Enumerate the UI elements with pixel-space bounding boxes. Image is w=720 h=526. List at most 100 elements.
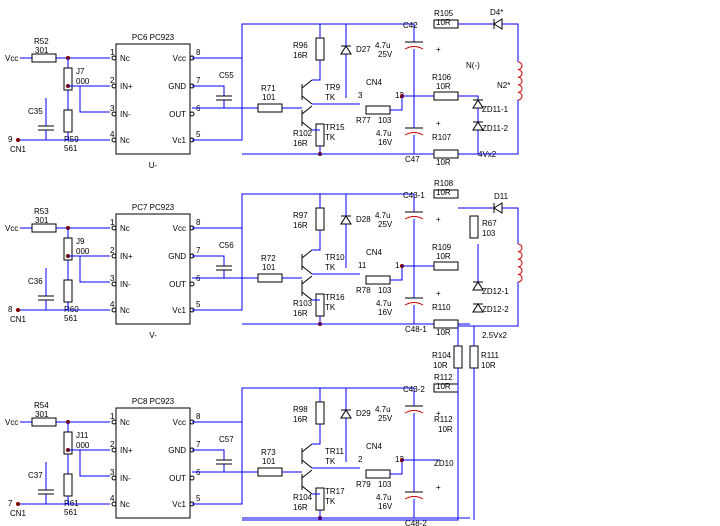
top-electrolytic-capacitor <box>404 410 424 414</box>
ic-pin <box>111 253 117 259</box>
cn4-pin-b: 1 <box>395 261 400 270</box>
ic-left-pin-number: 4 <box>110 494 115 503</box>
ic-left-pin-name: Nc <box>120 500 130 509</box>
top-transistor-type: TK <box>325 263 336 272</box>
bottom-capacitor-voltage: 16V <box>378 308 393 317</box>
output-diode-top <box>493 18 503 30</box>
node-label: N(-) <box>466 61 480 70</box>
input-resistor-value: 301 <box>35 410 49 419</box>
top-pull-resistor-ref: R98 <box>293 405 308 414</box>
bottom-transistor <box>301 469 313 479</box>
input-resistor-ref: R54 <box>34 401 49 410</box>
top-transistor-ref: TR10 <box>325 253 345 262</box>
ic-left-pin-number: 2 <box>110 246 115 255</box>
output-resistor-2-ref: R109 <box>432 243 452 252</box>
input-capacitor-ref: C36 <box>28 277 43 286</box>
top-capacitor-voltage: 25V <box>378 50 393 59</box>
ic-right-pin-name: Vc1 <box>172 306 186 315</box>
wire <box>192 228 243 311</box>
ic-left-pin-number: 3 <box>110 274 115 283</box>
cn4-pin-a: 11 <box>358 261 367 270</box>
gate-resistor-value: 101 <box>262 263 276 272</box>
ic-left-pin-name: Nc <box>120 224 130 233</box>
gate-resistor-ref: R71 <box>261 84 276 93</box>
cn4-label: CN4 <box>366 442 383 451</box>
ic-right-pin-number: 8 <box>196 218 201 227</box>
output-coil-ref: N2* <box>497 81 510 90</box>
ic-left-pin-number: 4 <box>110 300 115 309</box>
input-capacitor-ref: C37 <box>28 471 43 480</box>
optocoupler-ic <box>115 43 191 155</box>
top-transistor-ref: TR11 <box>325 447 345 456</box>
output-resistor-1-ref: R112 <box>434 373 453 382</box>
output-resistor-3-ref: R110 <box>432 303 451 312</box>
plus-sign: + <box>436 289 441 298</box>
cn4-label: CN4 <box>366 78 383 87</box>
bottom-pull-resistor <box>315 123 325 147</box>
top-pull-resistor-value: 16R <box>293 415 308 424</box>
gate-resistor <box>257 273 283 283</box>
ic-right-pin-number: 8 <box>196 412 201 421</box>
input-resistor <box>31 53 57 63</box>
wire <box>458 95 479 100</box>
output-resistor-1-value: 10R <box>436 382 451 391</box>
ic-pin <box>111 281 117 287</box>
output-resistor-3-value: 10R <box>436 158 451 167</box>
top-capacitor-value: 4.7u <box>375 211 391 220</box>
ic-pin <box>189 111 195 117</box>
base-resistor-ref: R77 <box>356 116 371 125</box>
bottom-transistor-ref: TR16 <box>325 293 345 302</box>
base-resistor <box>365 105 391 115</box>
output-resistor-2 <box>433 91 459 101</box>
diode-ref: D28 <box>356 215 371 224</box>
top-pull-resistor <box>315 207 325 231</box>
bottom-pull-resistor <box>315 487 325 511</box>
bottom-transistor <box>301 105 313 115</box>
wire <box>192 193 414 229</box>
top-transistor <box>301 79 313 89</box>
bottom-pull-resistor-value: 16R <box>293 139 308 148</box>
top-capacitor-ref: C43-2 <box>403 385 425 394</box>
cn4-pin-b: 12 <box>395 91 404 100</box>
ic-right-pin-name: GND <box>168 82 186 91</box>
wire <box>312 424 321 445</box>
zener-3-ref: ZD12-1 <box>482 287 509 296</box>
input-resistor-value: 301 <box>35 46 49 55</box>
ic-right-pin-name: OUT <box>169 110 186 119</box>
flyback-diode <box>340 409 352 419</box>
bottom-transistor-ref: TR17 <box>325 487 345 496</box>
link-resistor-2-ref: R111 <box>481 351 499 360</box>
jumper-ref: J11 <box>76 431 89 440</box>
ic-left-pin-number: 2 <box>110 440 115 449</box>
cn1-label: CN1 <box>10 509 27 518</box>
top-capacitor-voltage: 25V <box>378 220 393 229</box>
jumper-ref: J7 <box>76 67 85 76</box>
ic-pin <box>111 447 117 453</box>
link-resistor-1-value: 10R <box>433 361 448 370</box>
wire <box>458 282 519 327</box>
ic-left-pin-name: IN+ <box>120 82 133 91</box>
wire <box>312 230 321 251</box>
diode-ref: D27 <box>356 45 371 54</box>
gate-resistor-ref: R73 <box>261 448 276 457</box>
plus-sign: + <box>436 119 441 128</box>
bottom-transistor-type: TK <box>325 303 336 312</box>
cn1-label: CN1 <box>10 145 27 154</box>
cn4-pin-a: 3 <box>358 91 363 100</box>
top-transistor <box>301 459 313 469</box>
r67-resistor <box>469 215 479 239</box>
plus-sign: + <box>436 215 441 224</box>
bottom-transistor-type: TK <box>325 497 336 506</box>
wire <box>192 387 414 423</box>
top-electrolytic-capacitor <box>404 216 424 220</box>
ic-left-pin-number: 3 <box>110 104 115 113</box>
cn4-pin-b: 13 <box>395 455 404 464</box>
base-resistor-value: 103 <box>378 480 392 489</box>
bottom-capacitor-value: 4.7u <box>376 129 392 138</box>
cn1-pin-number: 8 <box>8 305 13 314</box>
ic-right-pin-number: 5 <box>196 494 201 503</box>
wire <box>242 368 459 521</box>
ic-left-pin-name: IN+ <box>120 446 133 455</box>
output-resistor-1-ref: R108 <box>434 179 454 188</box>
